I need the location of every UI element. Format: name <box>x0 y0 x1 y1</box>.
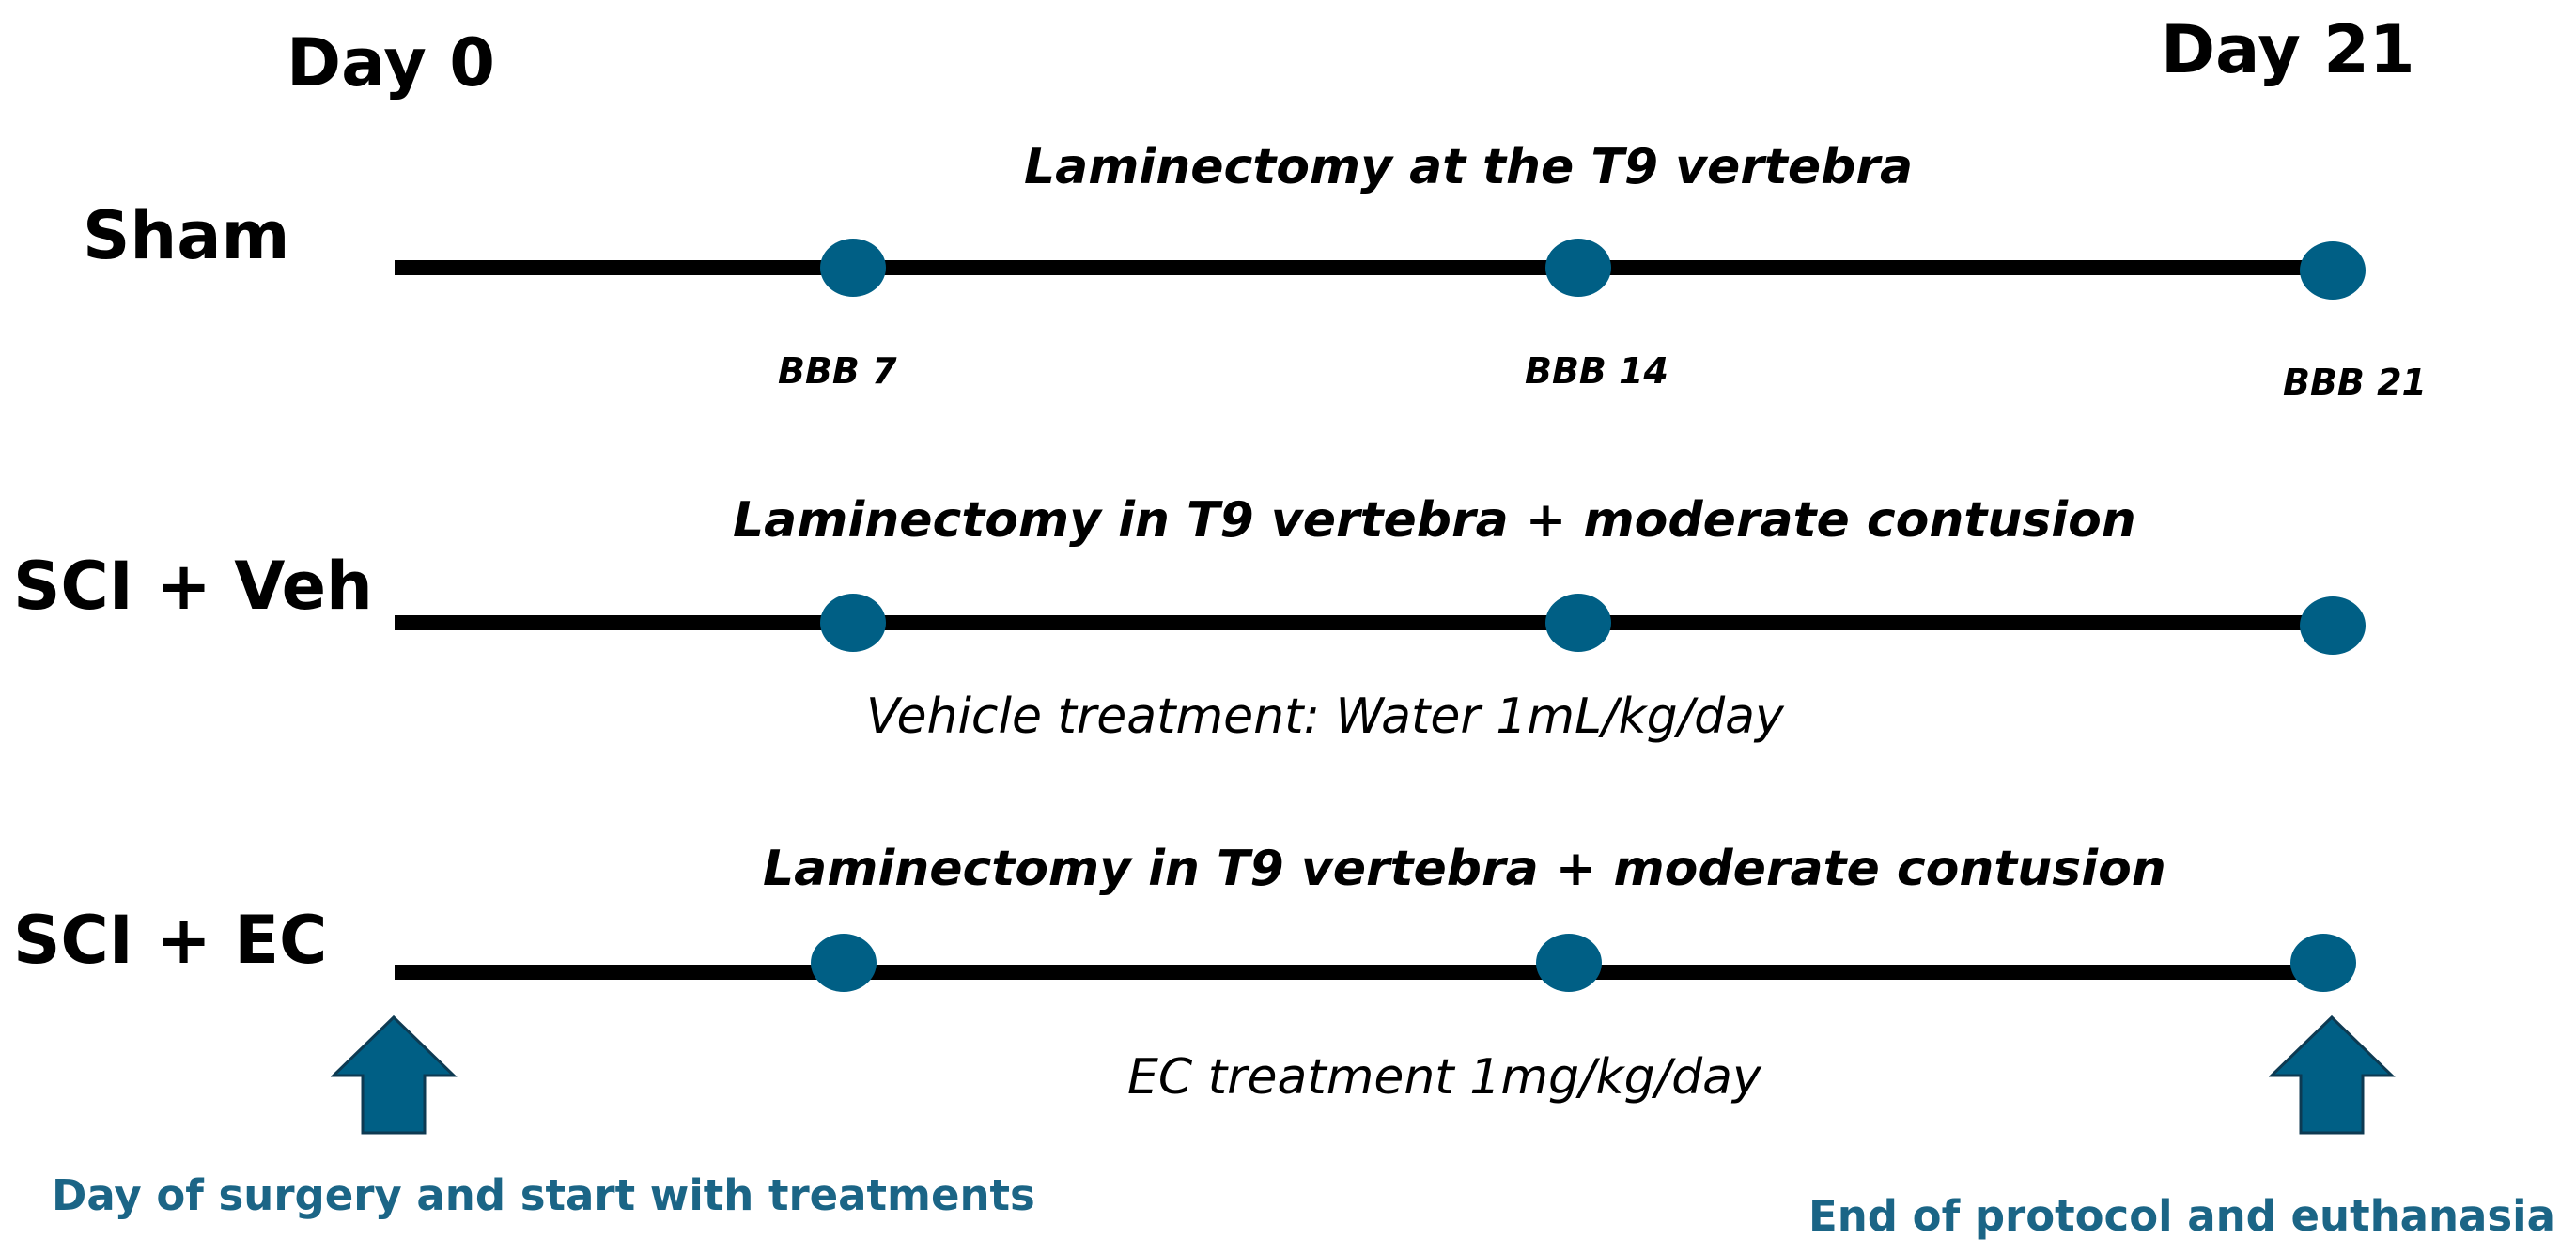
note-end: End of protocol and euthanasia <box>1808 1191 2555 1241</box>
timepoint-label-bbb21: BBB 21 <box>2283 362 2428 403</box>
up-arrow-icon <box>2269 1014 2396 1135</box>
group-label-sci-ec: SCI + EC <box>13 902 328 979</box>
procedure-label-sham: Laminectomy at the T9 vertebra <box>1024 139 1914 195</box>
timepoint-dot <box>820 239 886 297</box>
timeline-sham <box>395 260 2330 275</box>
procedure-label-sci-veh: Laminectomy in T9 vertebra + moderate co… <box>733 492 2136 549</box>
day-0-label: Day 0 <box>287 24 495 101</box>
day-21-label: Day 21 <box>2161 11 2415 88</box>
procedure-label-sci-ec: Laminectomy in T9 vertebra + moderate co… <box>763 841 2166 897</box>
timepoint-dot <box>1536 934 1602 992</box>
timepoint-dot <box>2300 596 2366 655</box>
timepoint-label-bbb14: BBB 14 <box>1525 350 1669 392</box>
timepoint-dot <box>2290 934 2356 992</box>
note-start: Day of surgery and start with treatments <box>52 1170 1035 1220</box>
timepoint-dot <box>811 934 877 992</box>
group-label-sci-veh: SCI + Veh <box>13 548 373 625</box>
timepoint-dot <box>2300 241 2366 300</box>
treatment-label-sci-veh: Vehicle treatment: Water 1mL/kg/day <box>866 689 1784 745</box>
timepoint-dot <box>1545 594 1611 652</box>
up-arrow-icon <box>331 1014 458 1135</box>
timepoint-dot <box>1545 239 1611 297</box>
timeline-sci-ec <box>395 965 2325 980</box>
treatment-label-sci-ec: EC treatment 1mg/kg/day <box>1127 1049 1761 1106</box>
timeline-sci-veh <box>395 615 2330 630</box>
timepoint-label-bbb7: BBB 7 <box>778 350 897 392</box>
timepoint-dot <box>820 594 886 652</box>
group-label-sham: Sham <box>83 197 290 274</box>
